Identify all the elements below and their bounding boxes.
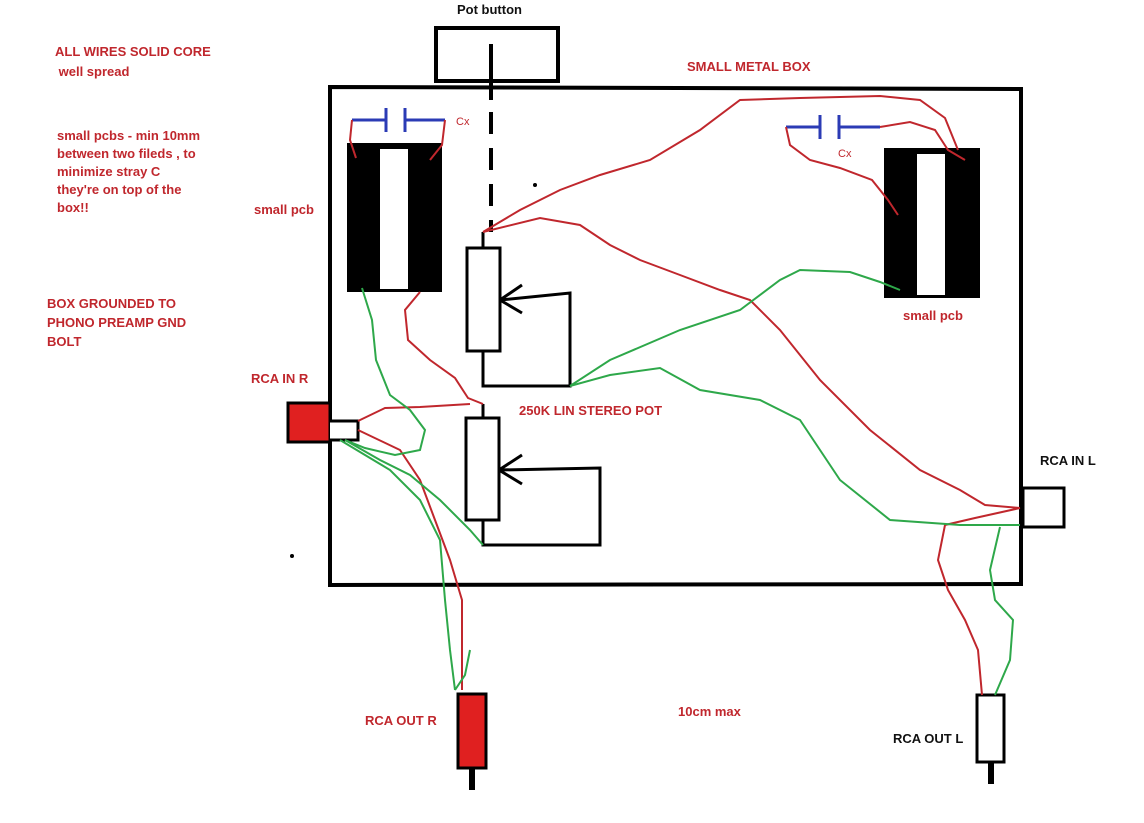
capacitor-right <box>786 115 880 139</box>
ground-rca-in-l-to-out <box>988 526 1015 696</box>
signal-wires <box>348 94 1021 696</box>
wire-cx-left-b <box>429 119 446 161</box>
dot-marker-b <box>290 554 294 558</box>
label-length: 10cm max <box>678 704 742 719</box>
note-pcbs: small pcbs - min 10mm between two fileds… <box>57 128 218 215</box>
wire-rca-in-l-to-out <box>936 507 1021 696</box>
label-cx-right: Cx <box>838 148 852 160</box>
pot-bottom-wiper <box>481 453 602 547</box>
label-pot: 250K LIN STEREO POT <box>519 403 662 418</box>
label-small-pcb-left: small pcb <box>254 202 314 217</box>
rca-out-l-jack <box>975 693 1006 764</box>
label-small-pcb-right: small pcb <box>903 308 963 323</box>
ground-to-out-r <box>339 439 456 691</box>
ground-pot-to-right-pcb <box>569 268 901 387</box>
label-pot-button: Pot button <box>457 2 522 17</box>
small-pcb-left-slot <box>380 149 408 289</box>
pot-element-top <box>465 246 502 353</box>
capacitor-left <box>352 108 445 132</box>
wire-pot-mid-to-right <box>482 216 1021 509</box>
rca-in-r-jack <box>286 401 332 444</box>
wire-rca-in-r-to-out <box>357 429 463 690</box>
wire-rca-in-r-to-pot <box>357 403 471 422</box>
rca-in-l-jack <box>1021 486 1066 529</box>
wire-pot-to-right-pcb <box>482 94 959 233</box>
label-rca-out-l: RCA OUT L <box>893 731 963 746</box>
wire-left-pcb-to-pot <box>403 291 484 405</box>
label-rca-in-l: RCA IN L <box>1040 453 1096 468</box>
wire-cx-right-a <box>785 126 899 216</box>
ground-rca-in-r <box>344 439 484 546</box>
note-wires: ALL WIRES SOLID CORE well spread <box>55 44 229 79</box>
pot-element-bottom <box>464 416 501 522</box>
dot-marker-a <box>533 183 537 187</box>
pot-button <box>434 26 560 83</box>
label-small-metal-box: SMALL METAL BOX <box>687 59 811 74</box>
ground-wires <box>339 268 1020 696</box>
ground-rca-out-r-loop <box>454 649 471 691</box>
note-ground: BOX GROUNDED TO PHONO PREAMP GND BOLT <box>47 296 204 349</box>
label-cx-left: Cx <box>456 116 470 128</box>
label-rca-out-r: RCA OUT R <box>365 713 437 728</box>
label-rca-in-r: RCA IN R <box>251 371 309 386</box>
ground-left-pcb <box>344 287 427 457</box>
small-pcb-right-slot <box>917 154 945 295</box>
rca-out-r-jack <box>456 692 488 770</box>
wire-cx-right-b <box>879 120 966 161</box>
ground-pot-to-rca-in-l <box>569 366 1020 526</box>
wire-cx-left-a <box>348 119 357 159</box>
rca-in-r-body <box>330 419 360 442</box>
